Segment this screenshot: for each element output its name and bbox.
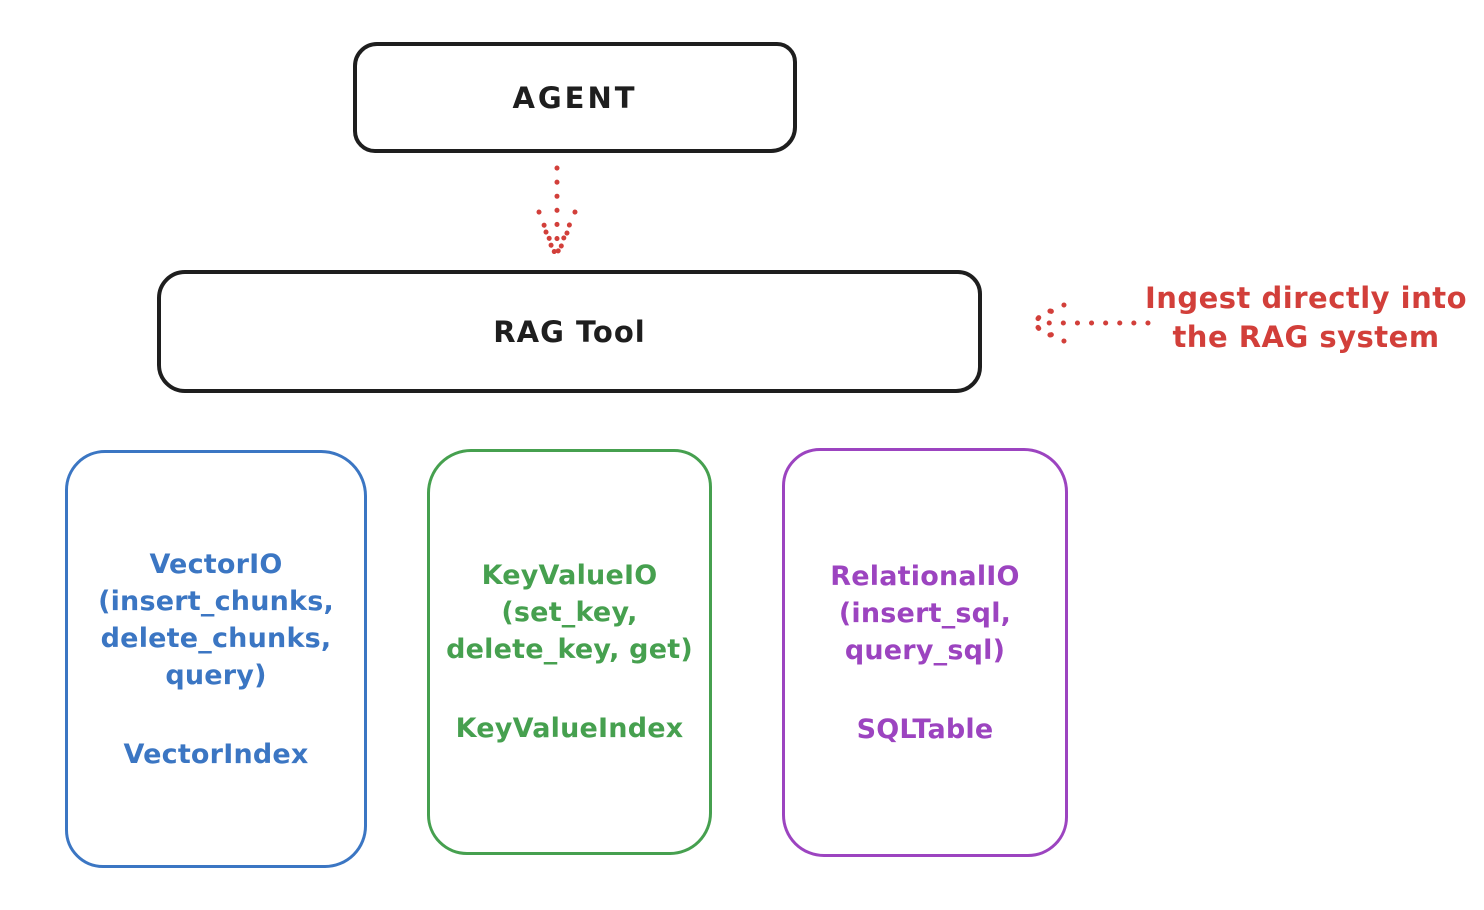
agent-label: AGENT	[512, 80, 638, 115]
keyvalue-io-card: KeyValueIO (set_key, delete_key, get) Ke…	[427, 449, 712, 855]
vector-io-index-label: VectorIndex	[123, 738, 309, 770]
card-line: query)	[165, 659, 267, 691]
relational-io-functions: RelationalIO (insert_sql, query_sql)	[830, 558, 1019, 669]
ingest-annotation: Ingest directly into the RAG system	[1130, 279, 1482, 357]
rag-tool-node: RAG Tool	[157, 270, 982, 393]
ingest-annotation-line1: Ingest directly into	[1144, 281, 1468, 315]
card-line: (set_key,	[501, 597, 638, 628]
card-line: RelationalIO	[830, 560, 1020, 592]
card-line: delete_key, get)	[446, 634, 693, 665]
card-line: KeyValueIO	[481, 560, 658, 591]
ingest-annotation-line2: the RAG system	[1172, 320, 1440, 354]
card-line: query_sql)	[844, 634, 1006, 666]
agent-to-rag-arrow-icon	[536, 165, 578, 261]
card-line: VectorIO	[149, 548, 283, 580]
card-line: delete_chunks,	[100, 622, 332, 654]
relational-io-index-label: SQLTable	[856, 713, 994, 745]
agent-node: AGENT	[353, 42, 797, 153]
vector-io-functions: VectorIO (insert_chunks, delete_chunks, …	[98, 546, 334, 694]
card-line: (insert_sql,	[838, 597, 1012, 629]
card-line: (insert_chunks,	[98, 585, 334, 617]
keyvalue-io-index-label: KeyValueIndex	[455, 713, 684, 744]
vector-io-card: VectorIO (insert_chunks, delete_chunks, …	[65, 450, 367, 868]
keyvalue-io-functions: KeyValueIO (set_key, delete_key, get)	[446, 557, 693, 668]
rag-tool-label: RAG Tool	[493, 314, 646, 349]
relational-io-card: RelationalIO (insert_sql, query_sql) SQL…	[782, 448, 1068, 857]
